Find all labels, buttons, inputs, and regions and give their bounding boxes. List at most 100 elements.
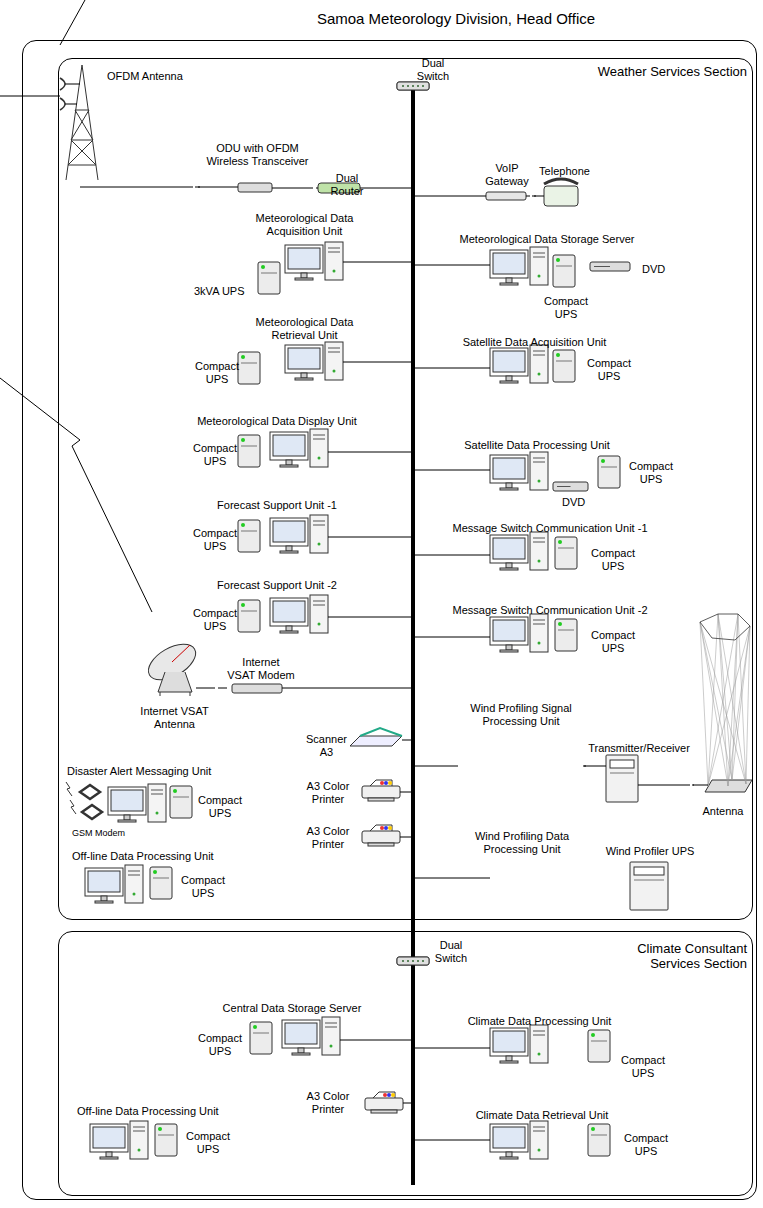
monitor-base bbox=[500, 650, 518, 652]
drive-bay bbox=[328, 348, 340, 349]
bus-drop-wire bbox=[413, 637, 490, 638]
pc-tower-icon bbox=[530, 345, 548, 383]
switch-icon bbox=[397, 957, 429, 965]
indicator-light bbox=[601, 459, 605, 463]
indicator-light bbox=[333, 270, 336, 273]
indicator-light bbox=[538, 373, 541, 376]
bus-drop-wire bbox=[413, 878, 490, 879]
pc-tower-icon bbox=[130, 1121, 148, 1159]
drive-bay bbox=[533, 257, 545, 258]
indicator-light bbox=[538, 275, 541, 278]
device-label: A3 Color Printer bbox=[304, 1090, 352, 1115]
telephone-handset bbox=[544, 179, 578, 184]
monitor-base bbox=[118, 820, 136, 822]
pc-tower-icon bbox=[310, 595, 328, 633]
device-node: Disaster Alert Messaging UnitCompact UPS… bbox=[62, 760, 247, 842]
device-label: Compact UPS bbox=[542, 295, 590, 320]
indicator-light bbox=[538, 480, 541, 483]
drive-bay bbox=[533, 1131, 545, 1132]
bus-drop-wire bbox=[413, 368, 490, 369]
monitor-stand bbox=[301, 273, 307, 278]
monitor-stand bbox=[286, 546, 292, 551]
ups-icon bbox=[553, 255, 575, 287]
vsat-feed bbox=[172, 645, 190, 662]
monitor-screen bbox=[493, 538, 525, 559]
monitor-stand bbox=[506, 1056, 512, 1061]
bus-drop-wire bbox=[402, 740, 413, 741]
device-label: Meteorological Data Storage Server bbox=[447, 233, 647, 246]
indicator-light bbox=[591, 1033, 595, 1037]
indicator-light bbox=[383, 1093, 387, 1097]
bus-drop-wire bbox=[638, 785, 690, 786]
device-label: Compact UPS bbox=[192, 607, 238, 632]
network-link bbox=[316, 188, 318, 189]
device-label: Meteorological Data Acquisition Unit bbox=[247, 212, 362, 237]
pc-tower-icon bbox=[530, 1121, 548, 1159]
indicator-light bbox=[384, 781, 388, 785]
indicator-light bbox=[412, 960, 414, 962]
device-label: Wind Profiler UPS bbox=[600, 845, 700, 858]
device-node: Forecast Support Unit -1Compact UPS bbox=[190, 496, 345, 558]
device-label: Message Switch Communication Unit -1 bbox=[450, 522, 650, 535]
drive-bay bbox=[313, 521, 325, 522]
device-node: Dual Router bbox=[318, 170, 377, 198]
drive-bay bbox=[533, 458, 545, 459]
monitor-icon bbox=[490, 250, 528, 278]
device-label: OFDM Antenna bbox=[107, 70, 192, 83]
monitor-base bbox=[280, 631, 298, 633]
device-node: Internet VSAT Antenna bbox=[132, 637, 218, 737]
device-label: Compact UPS bbox=[619, 1054, 667, 1079]
monitor-base bbox=[95, 901, 113, 903]
monitor-icon bbox=[270, 518, 308, 546]
bus-drop-wire bbox=[80, 187, 193, 188]
ups-icon bbox=[598, 456, 620, 488]
indicator-light bbox=[556, 353, 560, 357]
ups-icon bbox=[588, 1030, 610, 1062]
monitor-icon bbox=[270, 598, 308, 626]
bus-drop-wire bbox=[526, 196, 530, 197]
drive-bay bbox=[533, 355, 545, 356]
bus-drop-wire bbox=[272, 188, 313, 189]
pc-tower-icon bbox=[322, 1017, 340, 1055]
bus-drop-wire bbox=[413, 1048, 490, 1049]
device-node: Satellite Data Processing UnitDVDCompact… bbox=[455, 436, 677, 511]
indicator-light bbox=[318, 543, 321, 546]
ups-panel bbox=[558, 548, 574, 549]
monitor-stand bbox=[506, 278, 512, 283]
monitor-icon bbox=[285, 345, 323, 373]
device-label: Compact UPS bbox=[197, 1032, 243, 1057]
dvd-slot bbox=[594, 266, 610, 267]
radar-beam bbox=[738, 614, 746, 784]
ups-icon bbox=[250, 1022, 272, 1054]
device-label: A3 Color Printer bbox=[304, 780, 352, 805]
drive-bay bbox=[533, 462, 545, 463]
indicator-light bbox=[417, 85, 419, 87]
device-node: Dual Switch bbox=[394, 939, 471, 969]
ups-panel bbox=[591, 1041, 607, 1042]
monitor-screen bbox=[493, 1031, 525, 1052]
drive-bay bbox=[533, 624, 545, 625]
indicator-light bbox=[407, 85, 409, 87]
gsm-modem-icon bbox=[80, 785, 100, 799]
ups-panel bbox=[241, 446, 257, 447]
monitor-icon bbox=[490, 348, 528, 376]
monitor-icon bbox=[490, 1028, 528, 1056]
drive-bay bbox=[533, 1127, 545, 1128]
indicator-light bbox=[412, 85, 414, 87]
drive-bay bbox=[533, 620, 545, 621]
drive-bay bbox=[151, 794, 163, 795]
bus-drop-wire bbox=[343, 262, 413, 263]
pc-tower-icon bbox=[530, 1025, 548, 1063]
device-node: Satellite Data Acquisition UnitCompact U… bbox=[450, 334, 640, 392]
monitor-icon bbox=[490, 455, 528, 483]
device-node: Meteorological Data Acquisition Unit3kVA… bbox=[192, 210, 363, 302]
indicator-light bbox=[391, 1093, 395, 1097]
indicator-light bbox=[402, 85, 404, 87]
network-link bbox=[532, 196, 536, 197]
device-label: Forecast Support Unit -2 bbox=[212, 579, 342, 592]
pc-tower-icon bbox=[530, 452, 548, 490]
indicator-light bbox=[158, 1127, 162, 1131]
radio-signal bbox=[66, 782, 72, 796]
